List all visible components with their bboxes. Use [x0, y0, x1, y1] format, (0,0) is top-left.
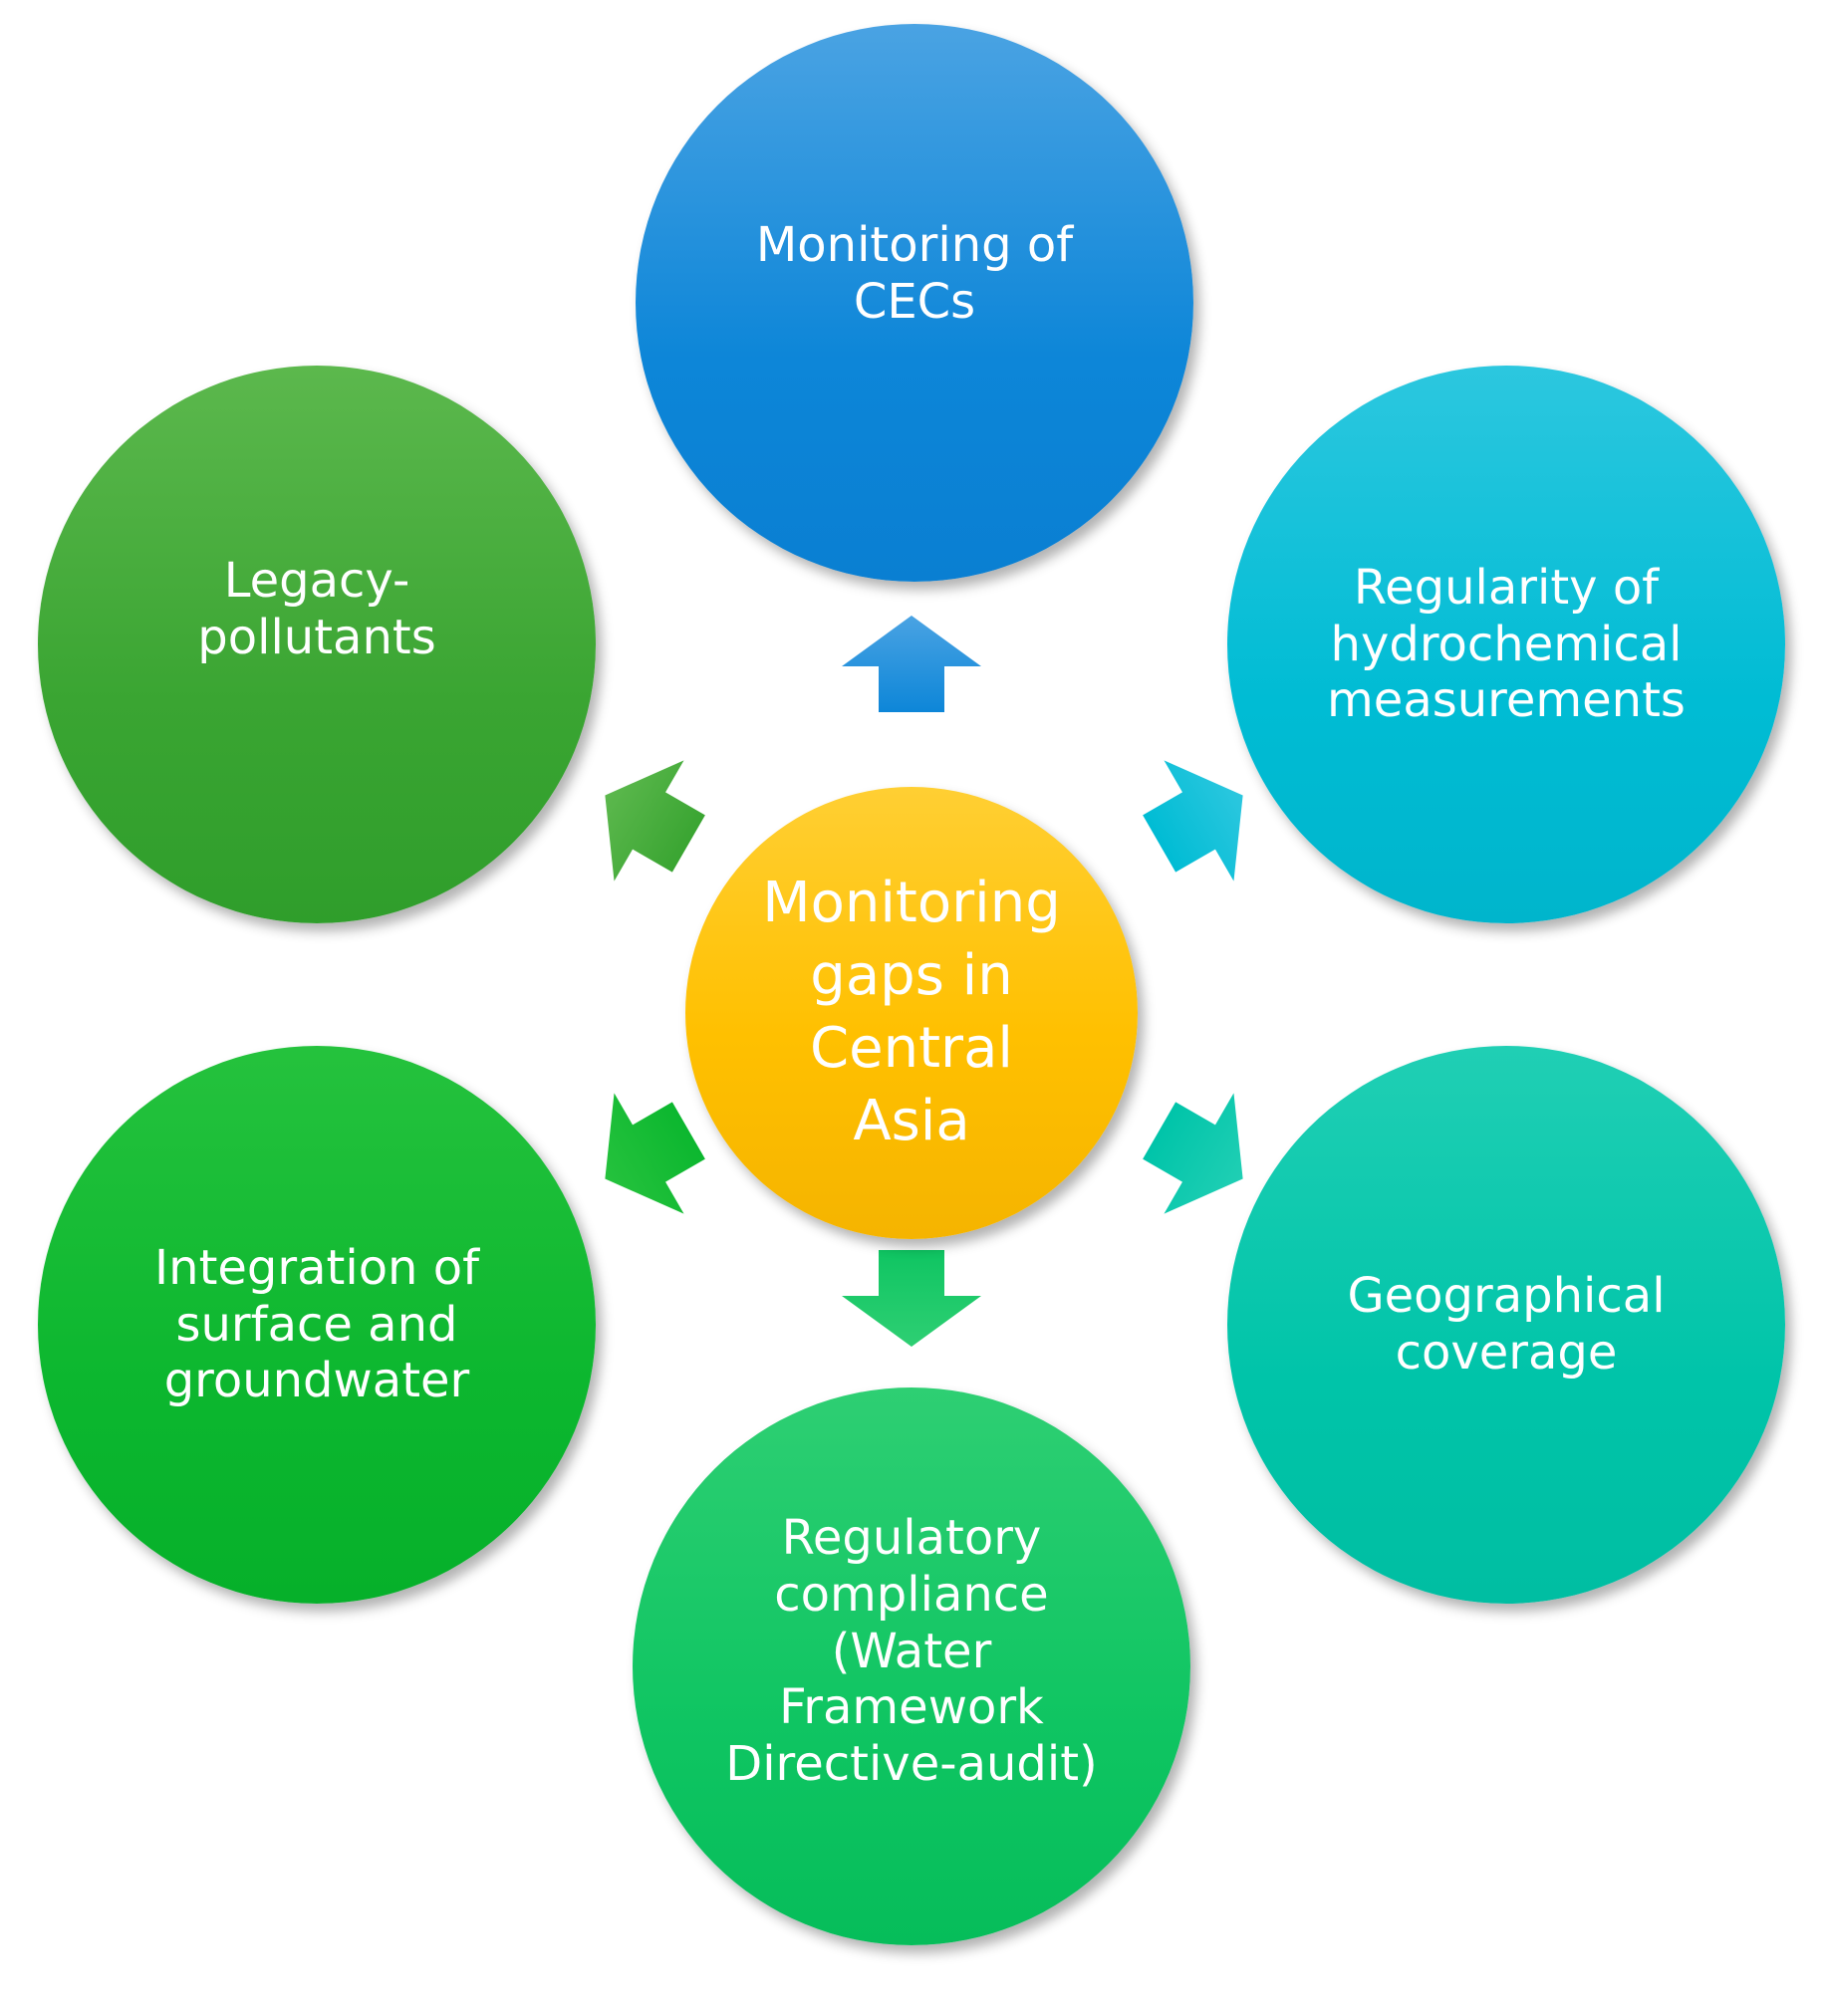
- node-label: Regularity of hydrochemical measurements: [1327, 560, 1686, 729]
- node-label: Legacy- pollutants: [197, 553, 436, 665]
- hub-label: Monitoring gaps in Central Asia: [762, 871, 1061, 1153]
- node-legacy-pollutants: Legacy- pollutants: [38, 366, 596, 923]
- arrow-to-top-left: [570, 734, 724, 904]
- node-monitoring-of-cecs: Monitoring of CECs: [636, 24, 1193, 582]
- node-integration-surface-groundwater: Integration of surface and groundwater: [38, 1046, 596, 1604]
- hub-monitoring-gaps: Monitoring gaps in Central Asia: [685, 787, 1138, 1239]
- node-geographical-coverage: Geographical coverage: [1227, 1046, 1785, 1604]
- node-label: Regulatory compliance (Water Framework D…: [725, 1510, 1098, 1792]
- node-label: Monitoring of CECs: [755, 217, 1074, 330]
- arrow-to-top: [842, 616, 981, 712]
- node-regulatory-compliance: Regulatory compliance (Water Framework D…: [633, 1387, 1190, 1945]
- node-regularity-of-measurements: Regularity of hydrochemical measurements: [1227, 366, 1785, 923]
- node-label: Integration of surface and groundwater: [153, 1240, 479, 1409]
- node-label: Geographical coverage: [1347, 1268, 1666, 1381]
- arrow-to-bottom: [842, 1250, 981, 1347]
